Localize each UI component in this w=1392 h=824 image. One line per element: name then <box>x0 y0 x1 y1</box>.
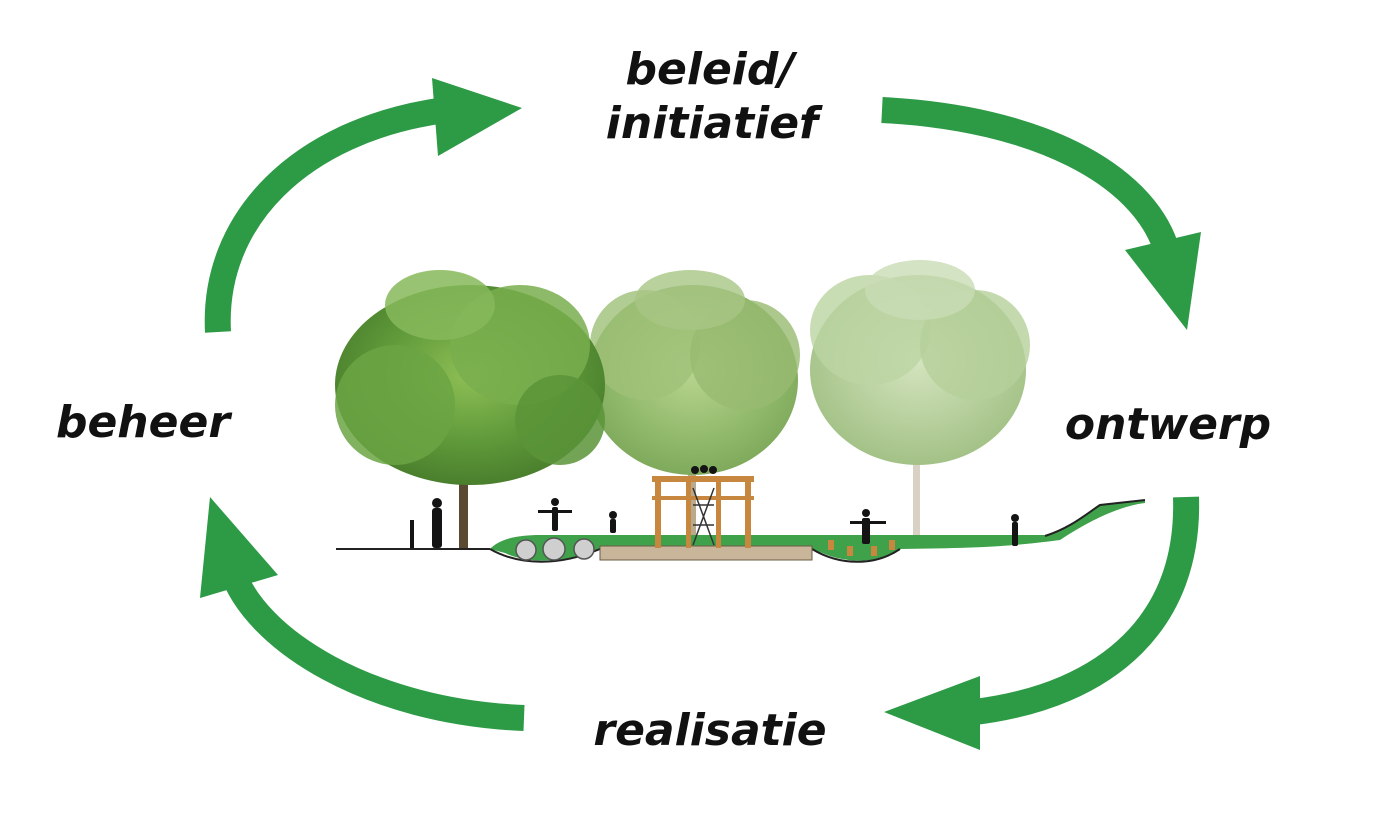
arrow-beheer-to-beleid <box>204 78 522 333</box>
label-ontwerp: ontwerp <box>1065 399 1271 450</box>
people-silhouettes <box>410 465 1019 548</box>
stepping-stone <box>515 539 537 561</box>
climbing-frame <box>652 476 754 548</box>
slope-outline <box>1044 499 1146 537</box>
tree-middle <box>588 270 800 540</box>
stepping-stone <box>573 538 595 560</box>
label-beheer: beheer <box>56 397 232 448</box>
label-realisatie: realisatie <box>593 705 826 756</box>
climbing-net <box>692 487 715 546</box>
label-beleid-line2: initiatief <box>606 98 823 149</box>
label-beleid-line1: beleid/ <box>626 44 799 95</box>
tree-right <box>810 260 1030 535</box>
tree-left <box>335 270 605 548</box>
park-illustration <box>335 260 1146 563</box>
arrow-realisatie-to-beheer <box>200 497 525 731</box>
arrow-beleid-to-ontwerp <box>881 97 1201 330</box>
stepping-stone <box>542 537 566 561</box>
grass-area <box>490 500 1145 561</box>
arrow-ontwerp-to-realisatie <box>884 496 1200 750</box>
balance-posts <box>828 540 895 556</box>
sand-pit <box>599 545 813 561</box>
